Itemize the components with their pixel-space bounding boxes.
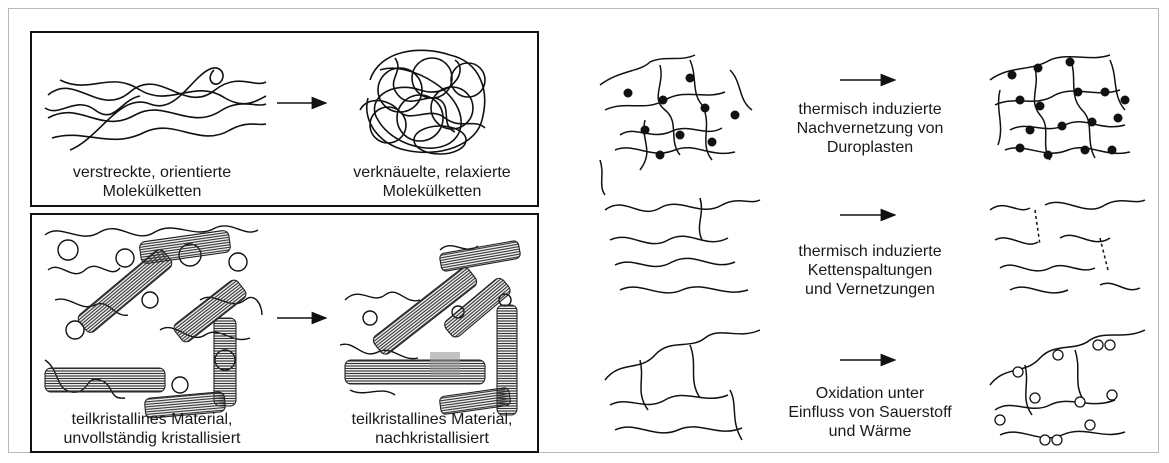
caption-line: Molekülketten — [353, 182, 510, 201]
caption-line: teilkristallines Material, — [64, 410, 241, 429]
caption-line: Oxidation unter — [788, 384, 951, 403]
chains-before-drawing — [605, 198, 760, 293]
caption-semicrystalline-post: teilkristallines Material, nachkristalli… — [352, 410, 513, 448]
network-after-nodes — [1008, 58, 1130, 160]
caption-line: Molekülketten — [73, 182, 231, 201]
caption-line: verknäuelte, relaxierte — [353, 163, 510, 182]
network-before-drawing — [600, 55, 752, 195]
caption-line: Duroplasten — [797, 138, 944, 157]
caption-line: Einfluss von Sauerstoff — [788, 403, 951, 422]
caption-line: unvollständig kristallisiert — [64, 429, 241, 448]
oxygen-groups — [995, 340, 1117, 445]
caption-line: teilkristallines Material, — [352, 410, 513, 429]
caption-post-crosslinking: thermisch induzierte Nachvernetzung von … — [797, 100, 944, 157]
caption-line: thermisch induzierte — [797, 100, 944, 119]
caption-chain-scission: thermisch induzierte Kettenspaltungen un… — [798, 242, 941, 299]
caption-line: verstreckte, orientierte — [73, 163, 231, 182]
oxidation-before-drawing — [605, 330, 760, 440]
caption-oxidation: Oxidation unter Einfluss von Sauerstoff … — [788, 384, 951, 441]
semicrystalline-incomplete-drawing — [45, 226, 262, 419]
caption-line: thermisch induzierte — [798, 242, 941, 261]
caption-line: nachkristallisiert — [352, 429, 513, 448]
caption-line: und Vernetzungen — [798, 280, 941, 299]
chains-after-drawing — [990, 200, 1145, 293]
caption-oriented-chains: verstreckte, orientierte Molekülketten — [73, 163, 231, 201]
coiled-chains-drawing — [360, 50, 485, 154]
caption-semicrystalline-incomplete: teilkristallines Material, unvollständig… — [64, 410, 241, 448]
oxidation-after-drawing — [990, 330, 1145, 438]
network-before-nodes — [624, 74, 740, 160]
caption-line: und Wärme — [788, 422, 951, 441]
caption-line: Nachvernetzung von — [797, 119, 944, 138]
semicrystalline-post-drawing — [340, 240, 521, 415]
caption-line: Kettenspaltungen — [798, 261, 941, 280]
caption-relaxed-chains: verknäuelte, relaxierte Molekülketten — [353, 163, 510, 201]
oriented-chains-drawing — [45, 68, 266, 150]
